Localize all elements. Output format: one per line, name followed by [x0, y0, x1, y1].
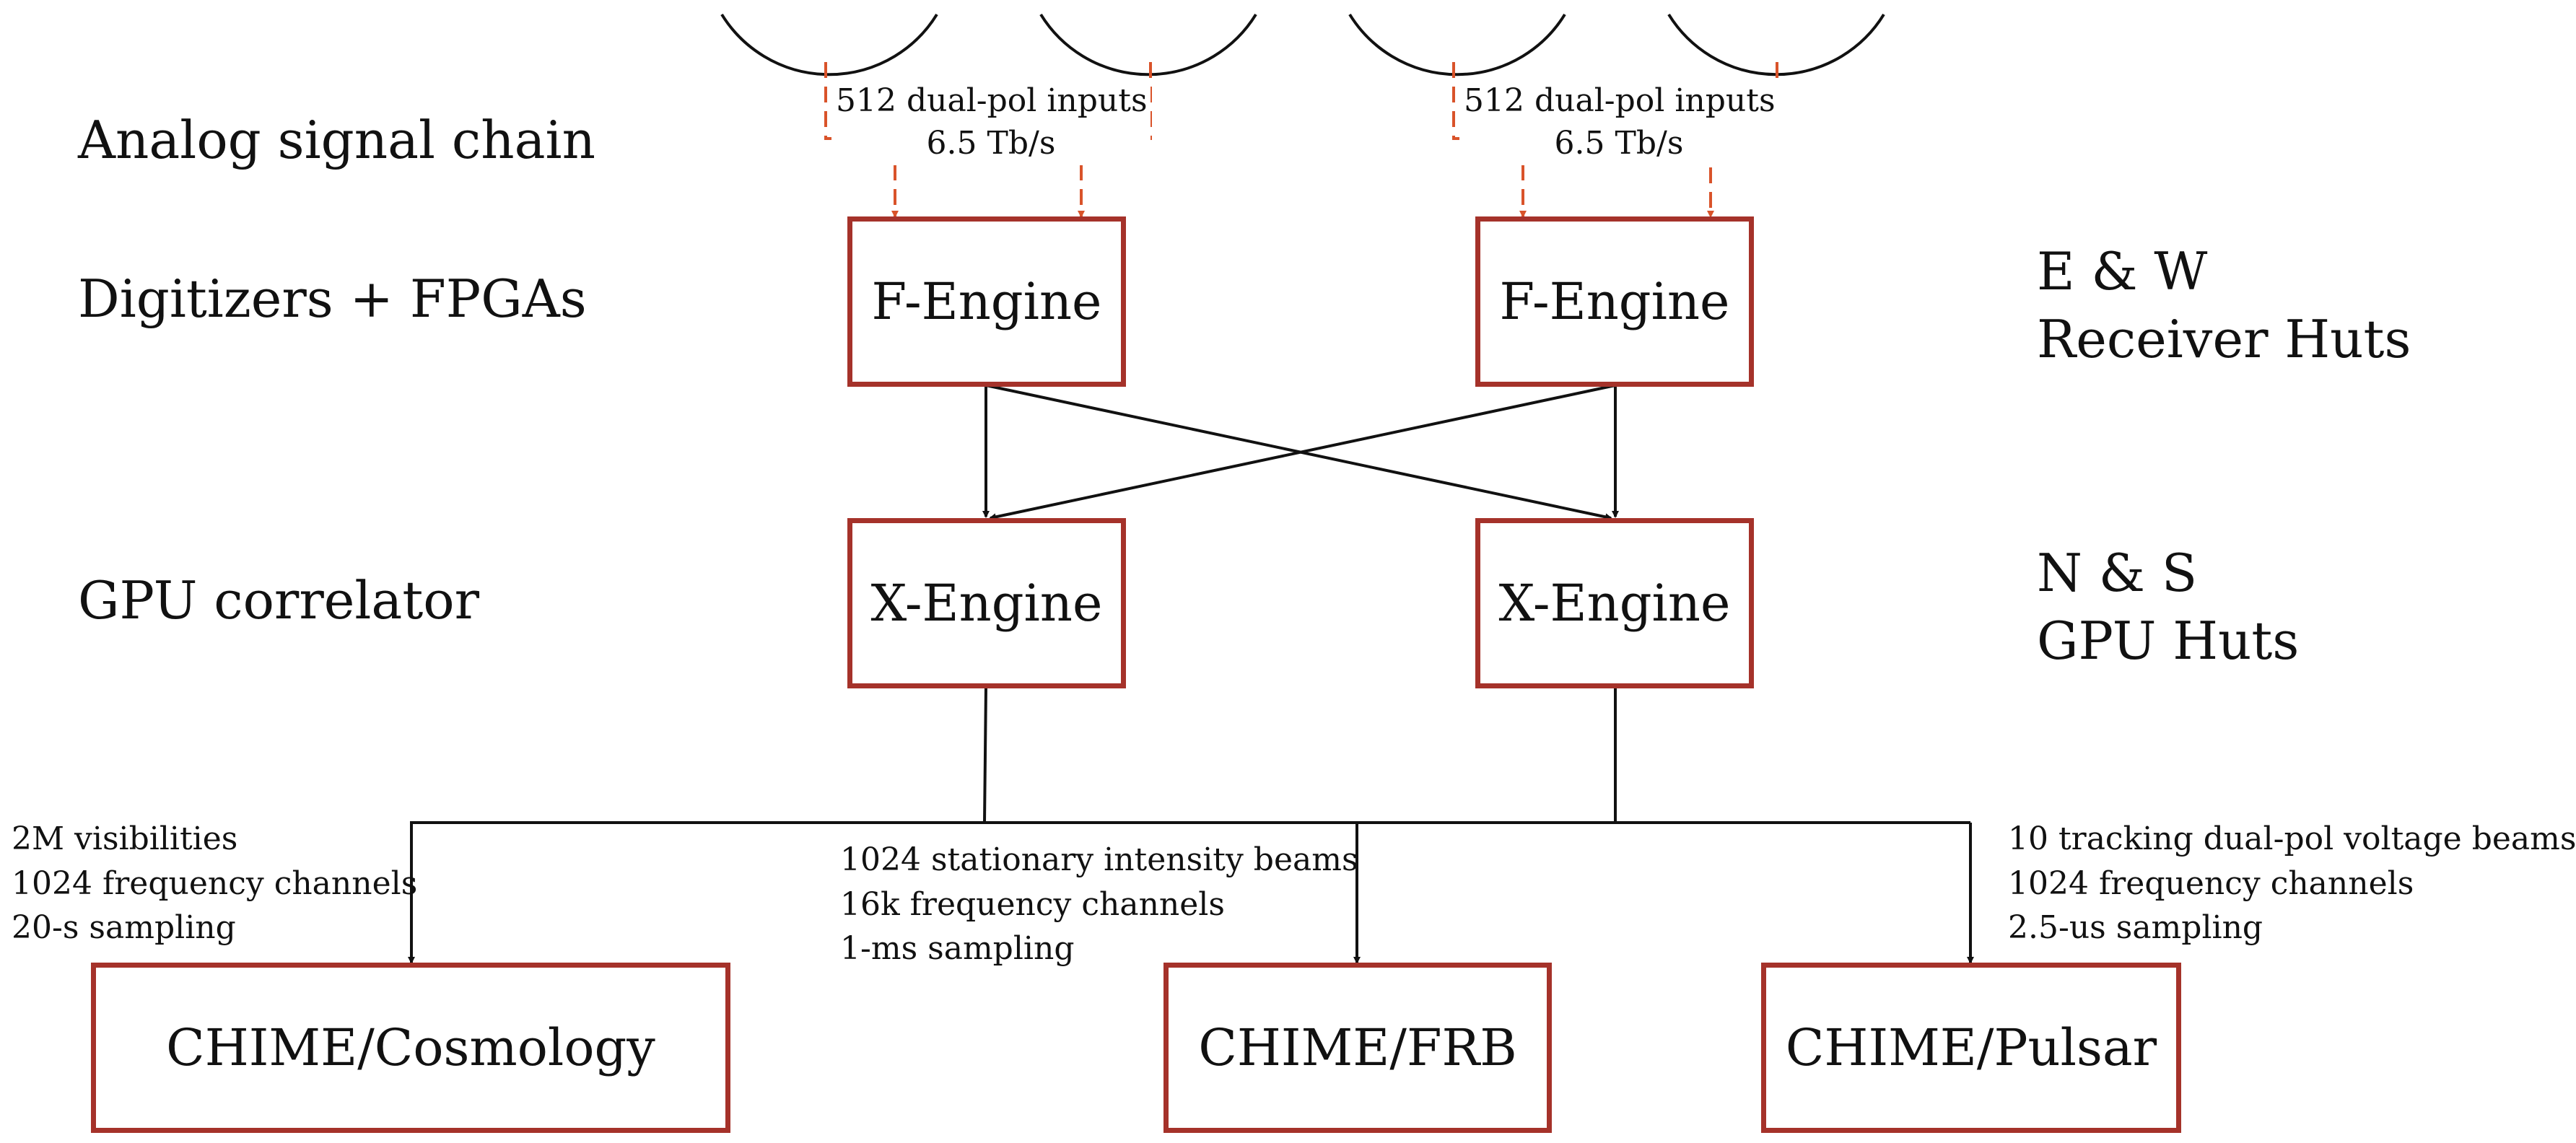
- annotation-line: 10 tracking dual-pol voltage beams: [2008, 820, 2576, 857]
- input-rate-text: 6.5 Tb/s: [1554, 125, 1684, 162]
- analog-signal-chain-label: Analog signal chain: [78, 110, 595, 170]
- receiver-huts-label: E & W Receiver Huts: [2037, 238, 2411, 373]
- input-annotation: 512 dual-pol inputs 6.5 Tb/s: [831, 79, 1151, 165]
- f-to-x-arrows: [982, 384, 1619, 521]
- annotation-line: 1024 frequency channels: [2008, 864, 2414, 902]
- antenna-dishes: [720, 13, 1885, 76]
- annotation-line: 1024 frequency channels: [12, 864, 418, 902]
- gpu-correlator-label: GPU correlator: [78, 570, 480, 631]
- x1-drop-line: [983, 686, 987, 823]
- f-engine-label: F-Engine: [1499, 272, 1730, 331]
- x-engine-label: X-Engine: [1498, 574, 1731, 633]
- receiver-huts-line: Receiver Huts: [2037, 308, 2411, 369]
- x-engine-box: X-Engine: [847, 518, 1126, 688]
- chime-cosmology-box: CHIME/Cosmology: [91, 963, 730, 1133]
- input-annotation: 512 dual-pol inputs 6.5 Tb/s: [1459, 79, 1778, 165]
- output-bus: [408, 686, 1974, 964]
- x-engine-label: X-Engine: [870, 574, 1103, 633]
- annotation-line: 2.5-us sampling: [2008, 909, 2263, 947]
- chime-pulsar-box: CHIME/Pulsar: [1761, 963, 2181, 1133]
- chime-frb-label: CHIME/FRB: [1198, 1018, 1517, 1077]
- input-count-text: 512 dual-pol inputs: [836, 82, 1148, 119]
- annotation-line: 1024 stationary intensity beams: [840, 841, 1358, 878]
- gpu-huts-label: N & S GPU Huts: [2037, 540, 2299, 675]
- receiver-huts-line: E & W: [2037, 241, 2208, 302]
- frb-annotation: 1024 stationary intensity beams 16k freq…: [840, 838, 1358, 971]
- pulsar-annotation: 10 tracking dual-pol voltage beams 1024 …: [2008, 817, 2576, 950]
- annotation-line: 20-s sampling: [12, 909, 236, 947]
- chime-cosmology-label: CHIME/Cosmology: [166, 1018, 655, 1077]
- annotation-line: 2M visibilities: [12, 820, 238, 857]
- annotation-line: 16k frequency channels: [840, 885, 1225, 923]
- gpu-huts-line: GPU Huts: [2037, 610, 2300, 671]
- antenna-dish-icon: [720, 13, 938, 76]
- antenna-dish-icon: [1348, 13, 1566, 76]
- chime-frb-box: CHIME/FRB: [1163, 963, 1552, 1133]
- f2-to-x1-arrow: [989, 384, 1616, 521]
- chime-pulsar-label: CHIME/Pulsar: [1785, 1018, 2157, 1077]
- antenna-dish-icon: [1039, 13, 1257, 76]
- x-engine-box: X-Engine: [1475, 518, 1754, 688]
- input-count-text: 512 dual-pol inputs: [1464, 82, 1776, 119]
- f-engine-box: F-Engine: [1475, 216, 1754, 387]
- cosmology-annotation: 2M visibilities 1024 frequency channels …: [12, 817, 417, 950]
- digitizers-fpgas-label: Digitizers + FPGAs: [78, 268, 587, 329]
- input-rate-text: 6.5 Tb/s: [926, 125, 1056, 162]
- annotation-line: 1-ms sampling: [840, 930, 1075, 968]
- f-engine-box: F-Engine: [847, 216, 1126, 387]
- gpu-huts-line: N & S: [2037, 543, 2198, 603]
- f-engine-label: F-Engine: [871, 272, 1102, 331]
